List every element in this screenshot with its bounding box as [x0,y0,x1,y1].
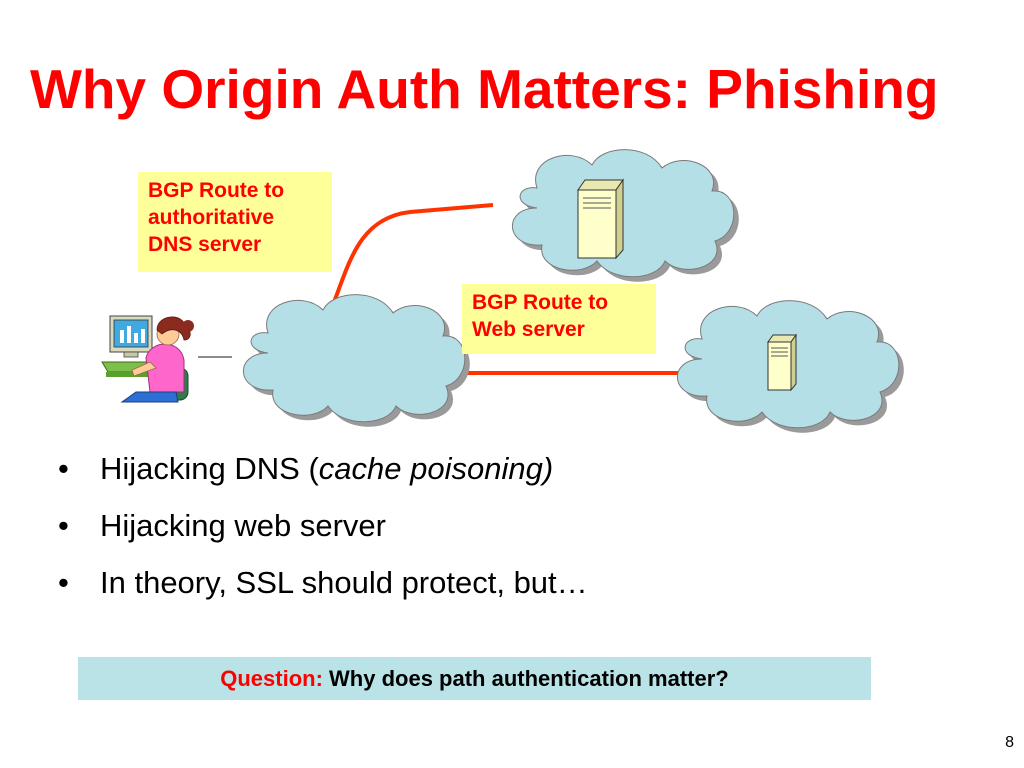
dns-callout-line-3: DNS server [148,233,262,256]
bullet-text: Hijacking DNS ( [100,451,319,486]
slide-title: Why Origin Auth Matters: Phishing [30,58,939,120]
dns-network-cloud [511,149,739,282]
bullet-dot-icon: • [58,451,69,486]
dns-server-icon [577,178,624,260]
route-line-to-dns [331,203,494,306]
bullet-list: • Hijacking DNS (cache poisoning) • Hijack… [58,446,588,617]
web-server-icon [767,333,797,392]
page-number: 8 [1005,734,1014,751]
bullet-dot-icon: • [58,565,69,600]
bullet-item: • In theory, SSL should protect, but… [58,560,588,617]
web-route-callout: BGP Route to Web server [462,284,656,354]
question-text: Why does path authentication matter? [329,666,729,691]
question-box: Question: Why does path authentication m… [78,657,871,700]
bullet-text: Hijacking web server [100,508,386,543]
bullet-dot-icon: • [58,508,69,543]
bullet-item: • Hijacking web server [58,503,588,560]
question-label: Question: [220,666,330,691]
dns-callout-line-1: BGP Route to [148,179,285,202]
web-callout-line-2: Web server [472,318,585,341]
bullet-text: In theory, SSL should protect, but… [100,565,588,600]
bullet-item: • Hijacking DNS (cache poisoning) [58,446,588,503]
web-callout-line-1: BGP Route to [472,291,609,314]
internet-cloud [242,294,470,427]
dns-route-callout: BGP Route to authoritative DNS server [138,172,332,272]
dns-callout-line-2: authoritative [148,206,275,229]
bullet-emphasis: cache poisoning) [318,451,554,486]
user-at-computer-icon [101,315,194,403]
